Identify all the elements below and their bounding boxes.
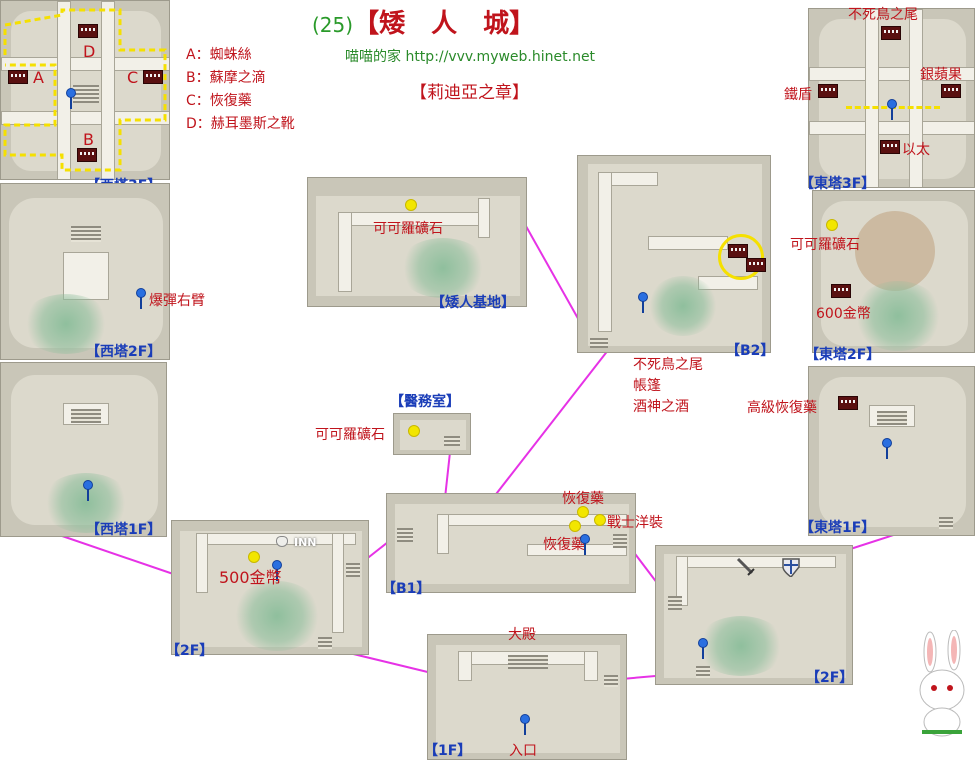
site-credit: 喵喵的家 http://vvv.myweb.hinet.net bbox=[345, 49, 596, 65]
label-1f: 【1F】 bbox=[424, 743, 472, 759]
player-pin-1f bbox=[520, 714, 530, 736]
item-east2f-money: 600金幣 bbox=[816, 306, 871, 322]
item-dot-b1-2 bbox=[594, 514, 606, 526]
rabbit-mascot-icon bbox=[912, 629, 972, 740]
label-east-tower-3f: 【東塔3F】 bbox=[800, 176, 876, 192]
item-east3f-left: 鐵盾 bbox=[784, 87, 812, 103]
hall-label: 大殿 bbox=[508, 627, 536, 643]
legend-item-c: C：恢復藥 bbox=[186, 93, 252, 109]
item-east2f: 可可羅礦石 bbox=[790, 237, 860, 253]
room-east-tower-1f bbox=[808, 366, 975, 536]
marker-a: A bbox=[33, 68, 44, 87]
item-west2f: 爆彈右臂 bbox=[149, 293, 205, 309]
player-pin-west2f bbox=[136, 288, 146, 310]
room-east-tower-3f bbox=[808, 8, 975, 188]
chest-b2-2 bbox=[746, 258, 766, 272]
legend-item-d: D：赫耳墨斯之靴 bbox=[186, 116, 295, 132]
map-number: (25) bbox=[312, 13, 354, 37]
player-pin-b2 bbox=[638, 292, 648, 314]
shield-icon bbox=[782, 557, 800, 579]
room-west-tower-2f bbox=[0, 183, 170, 360]
chest-east1f bbox=[838, 396, 858, 410]
item-east3f-bottom: 以太 bbox=[902, 142, 930, 158]
marker-d: D bbox=[83, 42, 96, 61]
label-east-tower-2f: 【東塔2F】 bbox=[805, 347, 881, 363]
item-dot-east2f bbox=[826, 219, 838, 231]
legend-item-b: B：蘇摩之滴 bbox=[186, 70, 266, 86]
room-right-2f bbox=[655, 545, 853, 685]
player-pin-west1f bbox=[83, 480, 93, 502]
item-b2-3: 酒神之酒 bbox=[633, 399, 689, 415]
label-west-tower-2f: 【西塔2F】 bbox=[86, 344, 162, 360]
player-pin-east1f bbox=[882, 438, 892, 460]
item-b1-1: 恢復藥 bbox=[562, 491, 604, 507]
player-pin-east3f bbox=[887, 99, 897, 121]
label-right-2f: 【2F】 bbox=[806, 670, 854, 686]
room-b2 bbox=[577, 155, 771, 353]
page-title: (25)【矮 人 城】 bbox=[312, 3, 535, 40]
chapter-title: 【莉迪亞之章】 bbox=[410, 83, 529, 103]
entrance-label: 入口 bbox=[509, 743, 537, 759]
room-1f bbox=[427, 634, 627, 760]
room-infirmary bbox=[393, 413, 471, 455]
item-dwarf-base: 可可羅礦石 bbox=[373, 221, 443, 237]
items-b2: 不死鳥之尾 帳篷 酒神之酒 bbox=[633, 355, 703, 418]
chest-west3f-a bbox=[8, 70, 28, 84]
label-west-tower-1f: 【西塔1F】 bbox=[86, 522, 162, 538]
item-east3f-top: 不死鳥之尾 bbox=[848, 7, 918, 23]
item-left2f-money: 500金幣 bbox=[219, 568, 282, 587]
chest-west3f-b bbox=[77, 148, 97, 162]
chest-east3f-top bbox=[881, 26, 901, 40]
label-east-tower-1f: 【東塔1F】 bbox=[800, 520, 876, 536]
item-b1-3: 恢復藥 bbox=[543, 537, 585, 553]
label-infirmary: 【醫務室】 bbox=[390, 394, 460, 410]
inn-bag-icon bbox=[276, 536, 288, 547]
player-pin-b1 bbox=[580, 534, 590, 556]
item-east1f: 高級恢復藥 bbox=[747, 400, 817, 416]
sword-icon bbox=[735, 556, 757, 578]
chest-east3f-right bbox=[941, 84, 961, 98]
item-east3f-right: 銀蘋果 bbox=[920, 67, 962, 83]
chest-east2f bbox=[831, 284, 851, 298]
room-east-tower-2f bbox=[812, 190, 975, 353]
item-dot-infirmary bbox=[408, 425, 420, 437]
room-west-tower-1f bbox=[0, 362, 167, 537]
legend: A：蜘蛛絲 B：蘇摩之滴 C：恢復藥 D：赫耳墨斯之靴 bbox=[186, 44, 295, 136]
item-dot-b1-1 bbox=[577, 506, 589, 518]
label-left-2f: 【2F】 bbox=[166, 643, 214, 659]
legend-item-a: A：蜘蛛絲 bbox=[186, 47, 252, 63]
chest-west3f-d bbox=[78, 24, 98, 38]
item-b2-1: 不死鳥之尾 bbox=[633, 357, 703, 373]
label-b2: 【B2】 bbox=[726, 343, 775, 359]
item-b1-2: 戰士洋裝 bbox=[607, 515, 663, 531]
route-west-3f bbox=[3, 8, 167, 172]
marker-c: C bbox=[127, 68, 139, 87]
item-dot-left2f bbox=[248, 551, 260, 563]
chest-b2-1 bbox=[728, 244, 748, 258]
item-b2-2: 帳篷 bbox=[633, 378, 661, 394]
chest-east3f-bottom bbox=[880, 140, 900, 154]
chest-east3f-left bbox=[818, 84, 838, 98]
marker-b: B bbox=[83, 130, 94, 149]
label-b1: 【B1】 bbox=[382, 581, 431, 597]
label-dwarf-base: 【矮人基地】 bbox=[431, 295, 515, 311]
chest-west3f-c bbox=[143, 70, 163, 84]
player-pin-right2f bbox=[698, 638, 708, 660]
player-pin-left2f bbox=[272, 560, 282, 582]
room-dwarf-base bbox=[307, 177, 527, 307]
inn-label: INN bbox=[294, 536, 317, 549]
item-dot-b1-3 bbox=[569, 520, 581, 532]
highlight-ring-b2 bbox=[718, 234, 764, 280]
item-dot-dwarf-base bbox=[405, 199, 417, 211]
player-pin-west3f bbox=[66, 88, 76, 110]
item-infirmary: 可可羅礦石 bbox=[315, 427, 385, 443]
map-name: 【矮 人 城】 bbox=[353, 9, 536, 39]
